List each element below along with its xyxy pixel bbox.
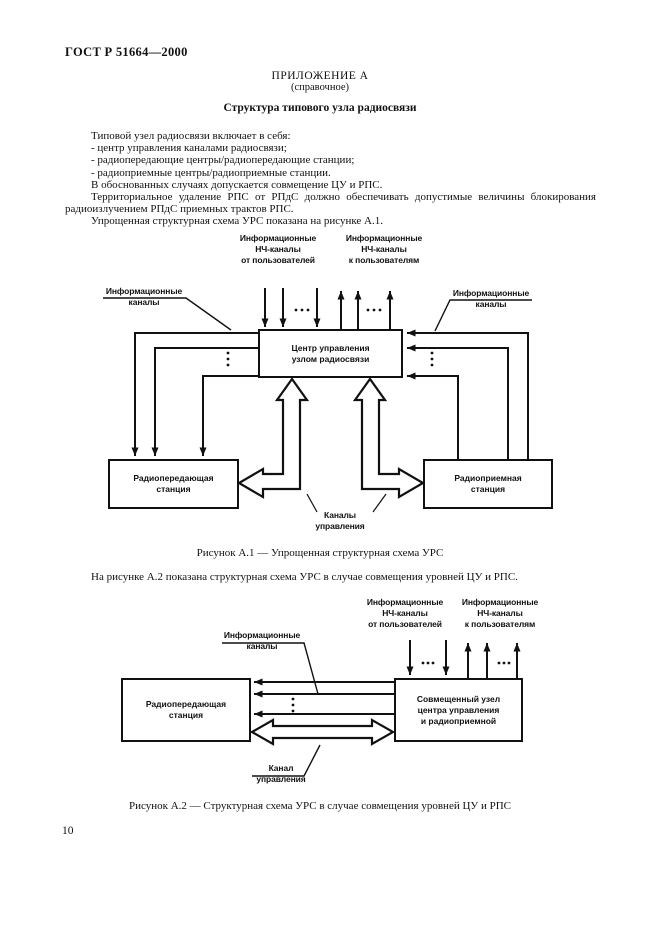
- label-nf-to-users-a2: Информационные НЧ-каналы к пользователям: [461, 597, 539, 629]
- label-nf-from-users-a1: Информационные НЧ-каналы от пользователе…: [239, 233, 317, 265]
- box-transmit-station-a2: Радиопередающая станция: [121, 678, 251, 742]
- control-channel-double-arrow: [249, 718, 396, 746]
- figure-a1-linework: [103, 288, 532, 513]
- control-channel-arrow-right: [352, 377, 426, 499]
- between-paragraph: На рисунке А.2 показана структурная схем…: [91, 571, 518, 583]
- control-channel-arrow-left: [236, 377, 310, 499]
- label-control-channels-a1: Каналы управления: [315, 510, 365, 531]
- page-number: 10: [62, 825, 74, 837]
- box-receive-station-a1: Радиоприемная станция: [423, 459, 553, 509]
- box-control-center: Центр управления узлом радиосвязи: [258, 329, 403, 378]
- body-line: Территориальное удаление РПС от РПдС дол…: [91, 191, 596, 204]
- figure-a1-caption: Рисунок А.1 — Упрощенная структурная схе…: [196, 547, 444, 559]
- label-info-channels-left-a1: Информационные каналы: [105, 286, 183, 307]
- ellipsis-dots: [294, 308, 382, 312]
- body-line: - радиоприемные центры/радиоприемные ста…: [91, 166, 331, 179]
- section-title: Структура типового узла радиосвязи: [223, 102, 417, 114]
- figure-a2-linework: [222, 640, 521, 777]
- appendix-note: (справочное): [291, 82, 349, 93]
- box-transmit-station-a1: Радиопередающая станция: [108, 459, 239, 509]
- intro-paragraph: Типовой узел радиосвязи включает в себя:…: [65, 130, 596, 228]
- body-line: - центр управления каналами радиосвязи;: [91, 142, 287, 155]
- label-nf-from-users-a2: Информационные НЧ-каналы от пользователе…: [366, 597, 444, 629]
- body-line: радиоизлучением РПдС приемных трактов РП…: [65, 203, 294, 216]
- body-line: Типовой узел радиосвязи включает в себя:: [91, 130, 291, 142]
- label-info-channels-a2: Информационные каналы: [223, 630, 301, 651]
- figure-a2-caption: Рисунок А.2 — Структурная схема УРС в сл…: [129, 800, 511, 812]
- label-control-channel-a2: Канал управления: [256, 763, 306, 784]
- box-combined-node: Совмещенный узел центра управления и рад…: [394, 678, 523, 742]
- doc-number: ГОСТ Р 51664—2000: [65, 45, 188, 59]
- label-nf-to-users-a1: Информационные НЧ-каналы к пользователям: [345, 233, 423, 265]
- body-line: Упрощенная структурная схема УРС показан…: [91, 215, 384, 228]
- body-line: В обоснованных случаях допускается совме…: [91, 178, 383, 191]
- body-line: - радиопередающие центры/радиопередающие…: [91, 154, 355, 167]
- appendix-title: ПРИЛОЖЕНИЕ А: [271, 70, 369, 82]
- label-info-channels-right-a1: Информационные каналы: [452, 288, 530, 309]
